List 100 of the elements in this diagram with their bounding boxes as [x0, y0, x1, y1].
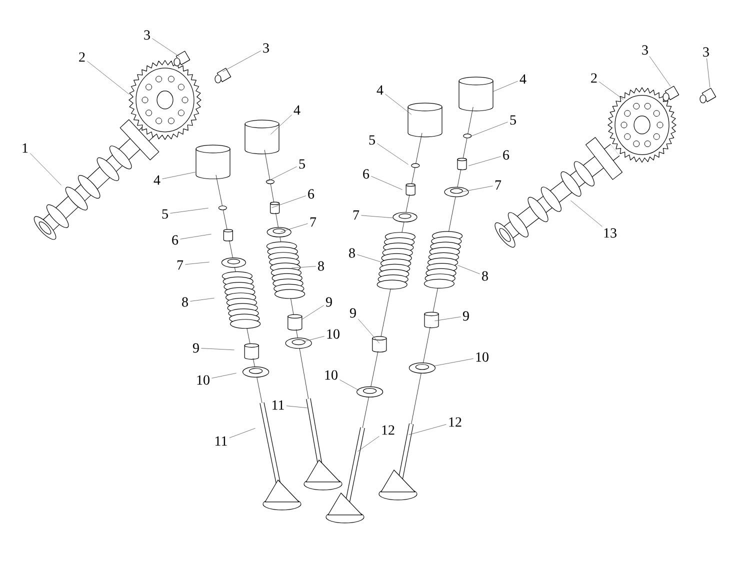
leader-line — [286, 406, 308, 408]
callout-number: 9 — [326, 297, 332, 307]
leader-line — [229, 428, 256, 438]
retainer-drawing — [444, 168, 469, 198]
callout-number: 2 — [591, 73, 597, 83]
leader-line — [292, 266, 316, 268]
camshaft-drawing — [494, 137, 622, 248]
tappet-drawing — [408, 102, 442, 138]
callout-number: 6 — [363, 169, 370, 179]
tappet-drawing — [244, 120, 280, 154]
leader-line — [87, 60, 130, 95]
tappet-drawing — [458, 76, 494, 112]
leader-line — [270, 114, 292, 135]
callout-number: 6 — [172, 235, 178, 245]
leader-line — [358, 436, 380, 452]
retainer-drawing — [221, 240, 246, 268]
callout-number: 3 — [263, 43, 269, 53]
plug-drawing — [700, 88, 716, 104]
callout-number: 10 — [476, 352, 488, 362]
leader-line — [201, 348, 234, 350]
valve-seal-drawing — [424, 288, 439, 328]
plug-drawing — [214, 68, 232, 84]
spring-seat-drawing — [356, 351, 384, 398]
callout-number: 4 — [154, 175, 160, 185]
callout-number: 4 — [294, 105, 300, 115]
valve-seal-drawing — [288, 298, 302, 330]
leader-line — [470, 122, 508, 137]
leader-line — [357, 254, 380, 262]
leader-line — [371, 176, 402, 190]
valve-drawing — [378, 372, 422, 500]
leader-line — [212, 372, 236, 378]
callout-number: 10 — [327, 329, 340, 339]
collet-drawing — [406, 167, 416, 196]
sprocket-drawing — [128, 60, 202, 140]
leader-line — [358, 318, 380, 344]
callout-number: 3 — [144, 30, 150, 40]
leader-line — [302, 336, 324, 342]
spring-drawing — [376, 222, 416, 290]
keeper-drawing — [264, 150, 274, 184]
callout-number: 5 — [299, 159, 305, 169]
callout-number: 7 — [310, 217, 316, 227]
leader-line — [361, 215, 394, 218]
valve-seal-drawing — [372, 288, 391, 352]
valve-drawing — [299, 348, 342, 490]
collet-drawing — [270, 184, 280, 214]
leader-line — [266, 166, 297, 182]
callout-number: 8 — [482, 271, 488, 281]
callout-number: 5 — [162, 209, 168, 219]
leader-line — [385, 94, 412, 115]
leader-line — [152, 38, 180, 57]
leader-line — [706, 58, 710, 88]
leader-line — [649, 56, 671, 86]
callout-number: 12 — [449, 417, 462, 427]
callout-number: 5 — [369, 135, 375, 145]
leader-line — [434, 316, 461, 322]
leader-line — [458, 265, 480, 274]
retainer-drawing — [266, 212, 292, 238]
callout-number: 4 — [520, 74, 526, 84]
callout-number: 3 — [703, 47, 709, 57]
keeper-drawing — [411, 132, 422, 168]
leader-line — [462, 186, 493, 192]
callout-number: 4 — [376, 85, 384, 95]
spring-seat-drawing — [285, 329, 312, 349]
leader-line — [185, 262, 210, 265]
leader-line — [180, 234, 212, 240]
valve-drawing — [326, 396, 369, 524]
callout-number: 9 — [192, 343, 199, 353]
callout-number: 8 — [349, 248, 355, 258]
plug-drawing — [174, 50, 190, 66]
callout-number: 3 — [642, 45, 648, 55]
leader-line — [170, 208, 208, 214]
callout-number: 1 — [22, 143, 28, 153]
collet-drawing — [222, 210, 233, 242]
valve-drawing — [256, 376, 302, 510]
leader-line — [222, 50, 261, 72]
keeper-drawing — [463, 106, 474, 138]
leader-line — [468, 156, 501, 166]
leader-line — [599, 82, 624, 100]
callout-number: 7 — [177, 260, 184, 270]
callout-number: 10 — [197, 375, 210, 385]
spring-drawing — [266, 236, 306, 299]
leader-line — [434, 358, 474, 366]
leader-line — [30, 153, 62, 186]
valve-seal-drawing — [244, 328, 259, 360]
collet-drawing — [457, 138, 468, 170]
callout-number: 9 — [350, 308, 356, 318]
camshaft-drawing — [34, 119, 160, 240]
callout-number: 9 — [462, 311, 469, 321]
callout-number: 8 — [318, 261, 324, 271]
retainer-drawing — [392, 194, 418, 222]
leader-line — [190, 298, 214, 302]
keeper-drawing — [216, 174, 227, 210]
leader-line — [377, 143, 408, 165]
plug-drawing — [662, 86, 680, 102]
callout-number: 5 — [510, 115, 516, 125]
tappet-drawing — [196, 144, 230, 180]
leader-line — [162, 172, 196, 180]
callout-number: 11 — [216, 436, 227, 446]
callout-number: 8 — [182, 297, 188, 307]
callout-number: 6 — [308, 189, 314, 199]
